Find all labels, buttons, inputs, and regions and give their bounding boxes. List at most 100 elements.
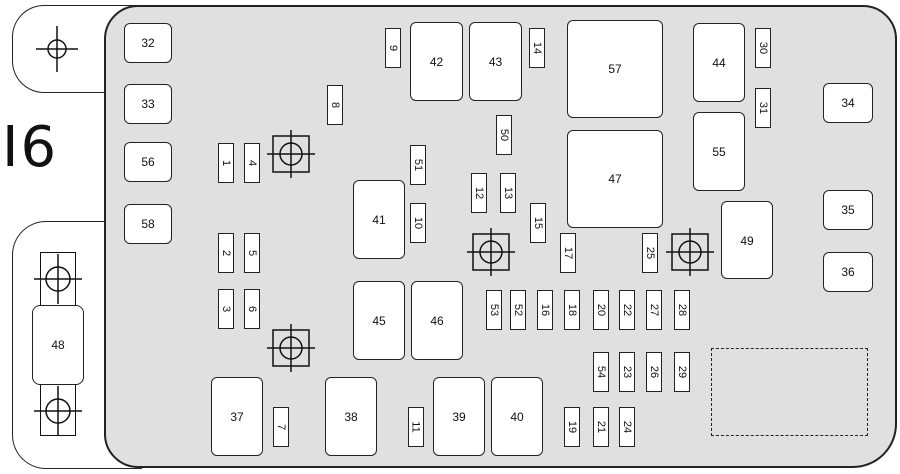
fuse-20[interactable]: 20	[593, 290, 609, 330]
relay-41[interactable]: 41	[353, 180, 405, 259]
fuse-label: 19	[566, 420, 578, 434]
relay-38[interactable]: 38	[325, 377, 377, 456]
mega-fuse-48[interactable]: 48	[30, 250, 90, 440]
fuse-label: 8	[329, 101, 341, 109]
fuse-label: 22	[621, 303, 633, 317]
fuse-17[interactable]: 17	[560, 233, 576, 273]
fuse-29[interactable]: 29	[674, 352, 690, 392]
fuse-24[interactable]: 24	[619, 407, 635, 447]
fuse-label: 18	[566, 303, 578, 317]
relay-36[interactable]: 36	[823, 252, 873, 292]
mounting-bolt-icon	[267, 130, 315, 178]
fuse-2[interactable]: 2	[218, 233, 234, 273]
fuse-label: 1	[220, 159, 232, 167]
fuse-13[interactable]: 13	[500, 173, 516, 213]
fuse-label: 52	[512, 303, 524, 317]
fuse-19[interactable]: 19	[564, 407, 580, 447]
mega-fuse-body: 48	[32, 305, 84, 385]
fuse-5[interactable]: 5	[244, 233, 260, 273]
fuse-25[interactable]: 25	[642, 233, 658, 273]
relay-47[interactable]: 47	[567, 130, 663, 228]
fuse-1[interactable]: 1	[218, 143, 234, 183]
relay-35[interactable]: 35	[823, 190, 873, 230]
fuse-label: 51	[412, 158, 424, 172]
relay-46[interactable]: 46	[411, 281, 463, 360]
fuse-53[interactable]: 53	[486, 290, 502, 330]
relay-label: 34	[841, 96, 855, 110]
fuse-label: 14	[531, 41, 543, 55]
fuse-51[interactable]: 51	[410, 145, 426, 185]
fuse-16[interactable]: 16	[537, 290, 553, 330]
fuse-label: 12	[473, 186, 485, 200]
fuse-label: 50	[498, 128, 510, 142]
fuse-21[interactable]: 21	[593, 407, 609, 447]
relay-45[interactable]: 45	[353, 281, 405, 360]
fuse-28[interactable]: 28	[674, 290, 690, 330]
fuse-26[interactable]: 26	[646, 352, 662, 392]
relay-label: 56	[141, 155, 155, 169]
fuse-label: 2	[220, 249, 232, 257]
fuse-54[interactable]: 54	[593, 352, 609, 392]
fuse-label: 53	[488, 303, 500, 317]
fuse-23[interactable]: 23	[619, 352, 635, 392]
fuse-label: 10	[412, 216, 424, 230]
relay-label: 32	[141, 36, 155, 50]
fuse-52[interactable]: 52	[510, 290, 526, 330]
relay-42[interactable]: 42	[410, 22, 463, 101]
relay-44[interactable]: 44	[693, 23, 745, 102]
bolt-icon	[34, 386, 82, 436]
fuse-3[interactable]: 3	[218, 289, 234, 329]
fuse-label: 20	[595, 303, 607, 317]
fuse-label: 15	[532, 216, 544, 230]
relay-label: 35	[841, 203, 855, 217]
relay-43[interactable]: 43	[469, 22, 522, 101]
fuse-6[interactable]: 6	[244, 289, 260, 329]
fuse-label: 4	[246, 159, 258, 167]
mounting-hole-icon	[36, 26, 78, 72]
relay-32[interactable]: 32	[124, 23, 172, 63]
fuse-8[interactable]: 8	[327, 85, 343, 125]
fuse-11[interactable]: 11	[408, 407, 424, 447]
relay-39[interactable]: 39	[433, 377, 485, 456]
fuse-22[interactable]: 22	[619, 290, 635, 330]
fuse-label: 26	[648, 365, 660, 379]
fuse-10[interactable]: 10	[410, 203, 426, 243]
fuse-14[interactable]: 14	[529, 28, 545, 68]
relay-37[interactable]: 37	[211, 377, 263, 456]
relay-56[interactable]: 56	[124, 142, 172, 182]
fuse-4[interactable]: 4	[244, 143, 260, 183]
fuse-label: 9	[387, 44, 399, 52]
relay-40[interactable]: 40	[491, 377, 543, 456]
fuse-12[interactable]: 12	[471, 173, 487, 213]
relay-55[interactable]: 55	[693, 112, 745, 191]
fuse-label: 25	[644, 246, 656, 260]
relay-33[interactable]: 33	[124, 84, 172, 124]
fuse-15[interactable]: 15	[530, 203, 546, 243]
relay-label: 33	[141, 97, 155, 111]
relay-label: 55	[712, 144, 726, 159]
relay-label: 39	[452, 409, 466, 424]
fuse-50[interactable]: 50	[496, 115, 512, 155]
fuse-30[interactable]: 30	[755, 28, 771, 68]
fuse-27[interactable]: 27	[646, 290, 662, 330]
fuse-7[interactable]: 7	[273, 407, 289, 447]
relay-label: 44	[712, 55, 726, 70]
relay-57[interactable]: 57	[567, 20, 663, 118]
mega-fuse-label: 48	[51, 338, 65, 352]
relay-label: 46	[430, 313, 444, 328]
fuse-31[interactable]: 31	[755, 88, 771, 128]
fuse-label: 6	[246, 305, 258, 313]
relay-label: 42	[429, 54, 444, 69]
relay-58[interactable]: 58	[124, 204, 172, 244]
fuse-label: 5	[246, 249, 258, 257]
fuse-label: 54	[595, 365, 607, 379]
relay-label: 36	[841, 265, 855, 279]
relay-label: 43	[488, 54, 503, 69]
fuse-9[interactable]: 9	[385, 28, 401, 68]
fuse-label: 27	[648, 303, 660, 317]
relay-34[interactable]: 34	[823, 83, 873, 123]
fuse-18[interactable]: 18	[564, 290, 580, 330]
fuse-label: 23	[621, 365, 633, 379]
relay-49[interactable]: 49	[721, 201, 773, 279]
fuse-label: 28	[676, 303, 688, 317]
